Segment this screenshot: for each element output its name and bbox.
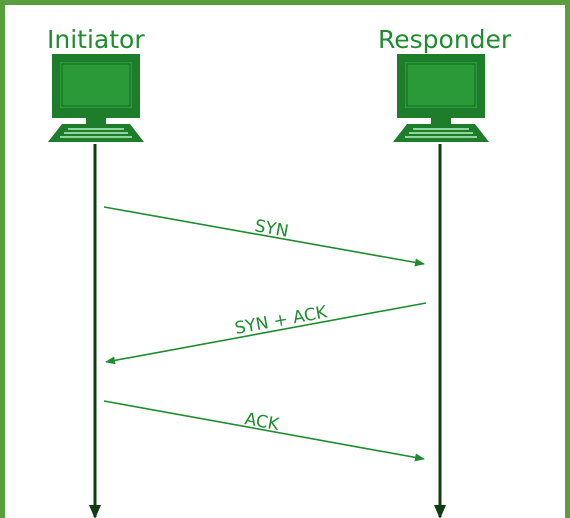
initiator-label: Initiator [47,25,145,54]
syn-ack-label: SYN + ACK [233,302,329,339]
ack-label: ACK [243,409,281,435]
syn-arrow [103,206,425,267]
syn-label: SYN [253,216,290,242]
ack-arrow [103,400,425,462]
responder-computer-icon [393,54,489,142]
syn-ack-arrow [105,302,427,365]
initiator-computer-icon [48,54,144,142]
responder-label: Responder [378,25,512,54]
